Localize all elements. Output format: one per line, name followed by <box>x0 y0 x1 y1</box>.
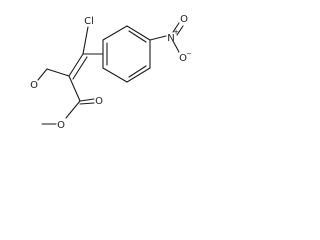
atom-label-nitro-o-bottom: O <box>179 53 187 64</box>
bond-vinyl-double-a <box>68 53 84 77</box>
bond-ester-co-double-a <box>79 98 95 102</box>
bond-ring-3 <box>126 67 151 83</box>
atom-label-nitro-o-top: O <box>180 14 188 25</box>
atom-label-cl: Cl <box>84 16 94 27</box>
bond-ring-5 <box>126 25 151 41</box>
bond-to-ester-c <box>68 75 81 102</box>
bond-aldehyde-co <box>37 68 48 81</box>
chemical-structure: Cl N + O O − O O O <box>30 14 192 131</box>
bond-nitro-o-top-a <box>172 22 180 33</box>
charge-nitro-n: + <box>173 28 179 36</box>
bond-ester-co-double-b <box>79 102 95 105</box>
bond-ring-2 <box>102 67 128 83</box>
bond-c-cl <box>82 26 89 55</box>
bond-ring-6 <box>102 25 128 41</box>
atom-label-ester-o-ether: O <box>57 120 65 131</box>
bond-ring-inner-3 <box>128 30 147 43</box>
bond-ester-c-o <box>65 100 81 119</box>
bond-ring-inner-2 <box>128 65 147 78</box>
atom-label-nitro-n: N <box>167 33 174 44</box>
bond-to-aldehyde-c <box>46 68 70 77</box>
bond-vinyl-double-b <box>72 56 88 80</box>
atom-label-aldehyde-o: O <box>30 80 38 91</box>
bond-nitro-o-top-b <box>176 25 184 36</box>
bond-nitro-o-bottom <box>172 40 180 53</box>
atom-label-ester-o-carbonyl: O <box>95 96 103 107</box>
charge-nitro-o-bottom: − <box>186 50 192 58</box>
benzene-ring <box>102 25 151 83</box>
bond-ring-to-nitro <box>149 35 167 41</box>
